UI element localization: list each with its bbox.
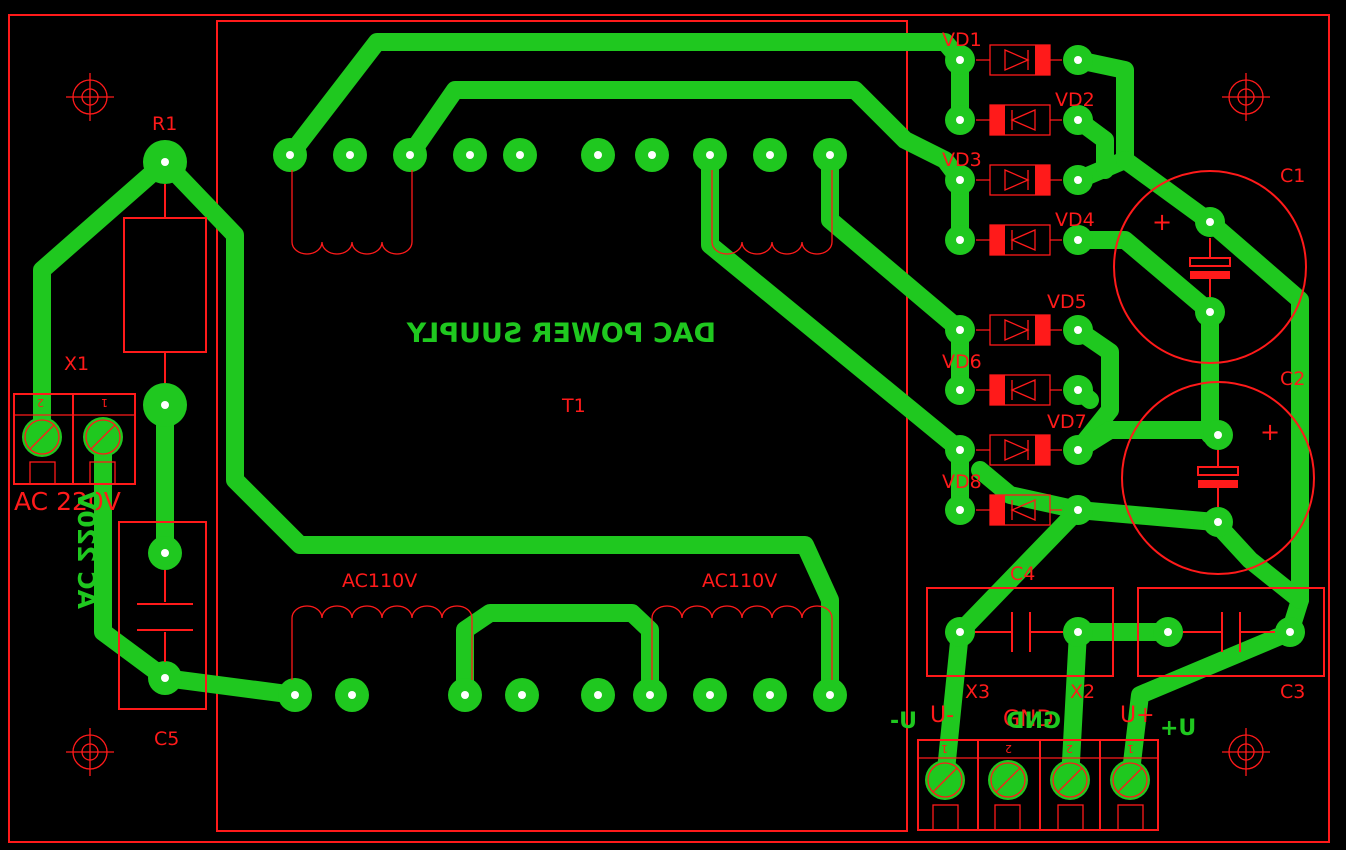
label-output-neg-copper: -U	[890, 709, 917, 734]
label-output-gnd-copper: GND	[1006, 709, 1061, 734]
transformer-coil-primary-right	[711, 170, 833, 255]
label-vd7: VD7	[1047, 411, 1087, 433]
label-vd8: VD8	[942, 471, 982, 493]
board-outline	[8, 14, 1330, 843]
pad-holes	[161, 56, 1294, 699]
label-x3-pin2: 2	[1005, 742, 1012, 755]
label-r1: R1	[152, 113, 177, 135]
capacitor-c1-body	[1113, 170, 1307, 364]
capacitor-c3-body	[1137, 587, 1325, 677]
copper-traces	[33, 33, 1309, 789]
label-vd3: VD3	[942, 149, 982, 171]
label-board-title: DAC POWER SUUPLY	[406, 318, 716, 349]
mounting-hole-top-left	[66, 73, 114, 121]
label-vd5: VD5	[1047, 291, 1087, 313]
label-c2: C2	[1280, 368, 1305, 390]
terminal-block-x1	[13, 393, 136, 485]
label-t1: T1	[561, 395, 586, 417]
diode-outlines	[976, 44, 1062, 526]
label-x2: X2	[1070, 681, 1095, 703]
label-x3: X3	[965, 681, 990, 703]
mounting-hole-top-right	[1222, 73, 1270, 121]
label-output-pos-copper: +U	[1160, 716, 1196, 741]
label-output-neg-silk: U-	[930, 703, 954, 728]
terminal-block-x2	[1039, 739, 1159, 831]
capacitor-c2-body	[1121, 381, 1315, 575]
label-vd4: VD4	[1055, 209, 1095, 231]
label-c1-plus: +	[1152, 208, 1172, 236]
label-x2-pin2: 2	[1066, 742, 1073, 755]
transformer-coil-primary-left	[291, 170, 413, 255]
label-x1: X1	[64, 353, 89, 375]
label-x1-pin2: 2	[37, 396, 44, 409]
label-c5: C5	[154, 728, 179, 750]
label-c4: C4	[1010, 563, 1035, 585]
mounting-hole-bottom-left	[66, 728, 114, 776]
label-x2-pin1: 1	[1127, 742, 1134, 755]
transformer-coil-secondary-left	[291, 605, 473, 680]
label-output-pos-silk: U+	[1120, 703, 1155, 728]
label-x1-pin1: 1	[101, 396, 108, 409]
label-c2-plus: +	[1260, 418, 1280, 446]
transformer-coil-secondary-right	[651, 605, 833, 680]
mounting-hole-bottom-right	[1222, 728, 1270, 776]
capacitor-c5-body	[118, 521, 207, 710]
transformer-outline	[216, 20, 908, 832]
label-c3: C3	[1280, 681, 1305, 703]
label-ac110v-right: AC110V	[702, 570, 777, 592]
label-c1: C1	[1280, 165, 1305, 187]
label-vd2: VD2	[1055, 89, 1095, 111]
capacitor-c4-body	[926, 587, 1114, 677]
resistor-r1-body	[123, 217, 207, 353]
label-input-voltage-copper: AC 220V	[72, 490, 101, 609]
label-vd1: VD1	[942, 29, 982, 51]
label-vd6: VD6	[942, 351, 982, 373]
label-output-gnd-silk: GND	[1003, 707, 1053, 732]
label-ac110v-left: AC110V	[342, 570, 417, 592]
label-input-voltage: AC 220V	[14, 487, 121, 516]
label-x3-pin1: 1	[941, 742, 948, 755]
